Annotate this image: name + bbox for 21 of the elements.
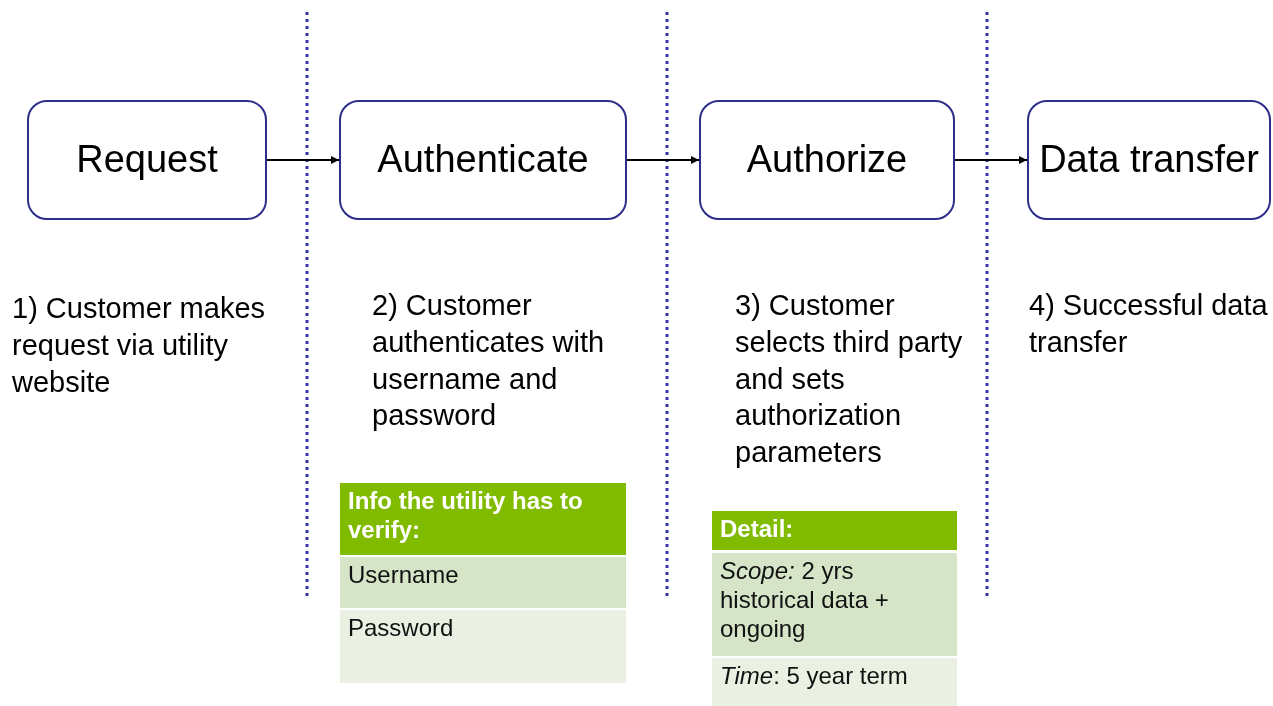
- table-header: Detail:: [712, 511, 957, 550]
- table-header: Info the utility has to verify:: [340, 483, 626, 555]
- step-title: Authenticate: [377, 137, 589, 183]
- step-description: 4) Successful data transfer: [1029, 288, 1269, 360]
- step-description: 1) Customer makes request via utility website: [12, 291, 266, 400]
- arrow: [626, 156, 700, 164]
- arrow: [954, 156, 1028, 164]
- step-box: [27, 100, 267, 220]
- step-title: Data transfer: [1039, 137, 1259, 183]
- arrow: [266, 156, 340, 164]
- step-description: 2) Customer authenticates with username and password: [372, 288, 606, 434]
- step-box: [339, 100, 627, 220]
- table-cell: Password: [340, 610, 626, 683]
- step-title: Authorize: [746, 137, 908, 183]
- table-cell: Time: 5 year term: [712, 658, 957, 706]
- step-title: Request: [76, 137, 218, 183]
- step-box: [699, 100, 955, 220]
- table-cell: Scope: 2 yrs historical data + ongoing: [712, 553, 957, 656]
- step-box: [1027, 100, 1271, 220]
- step-description: 3) Customer selects third party and sets authorization parameters: [735, 288, 964, 471]
- table-cell: Username: [340, 557, 626, 608]
